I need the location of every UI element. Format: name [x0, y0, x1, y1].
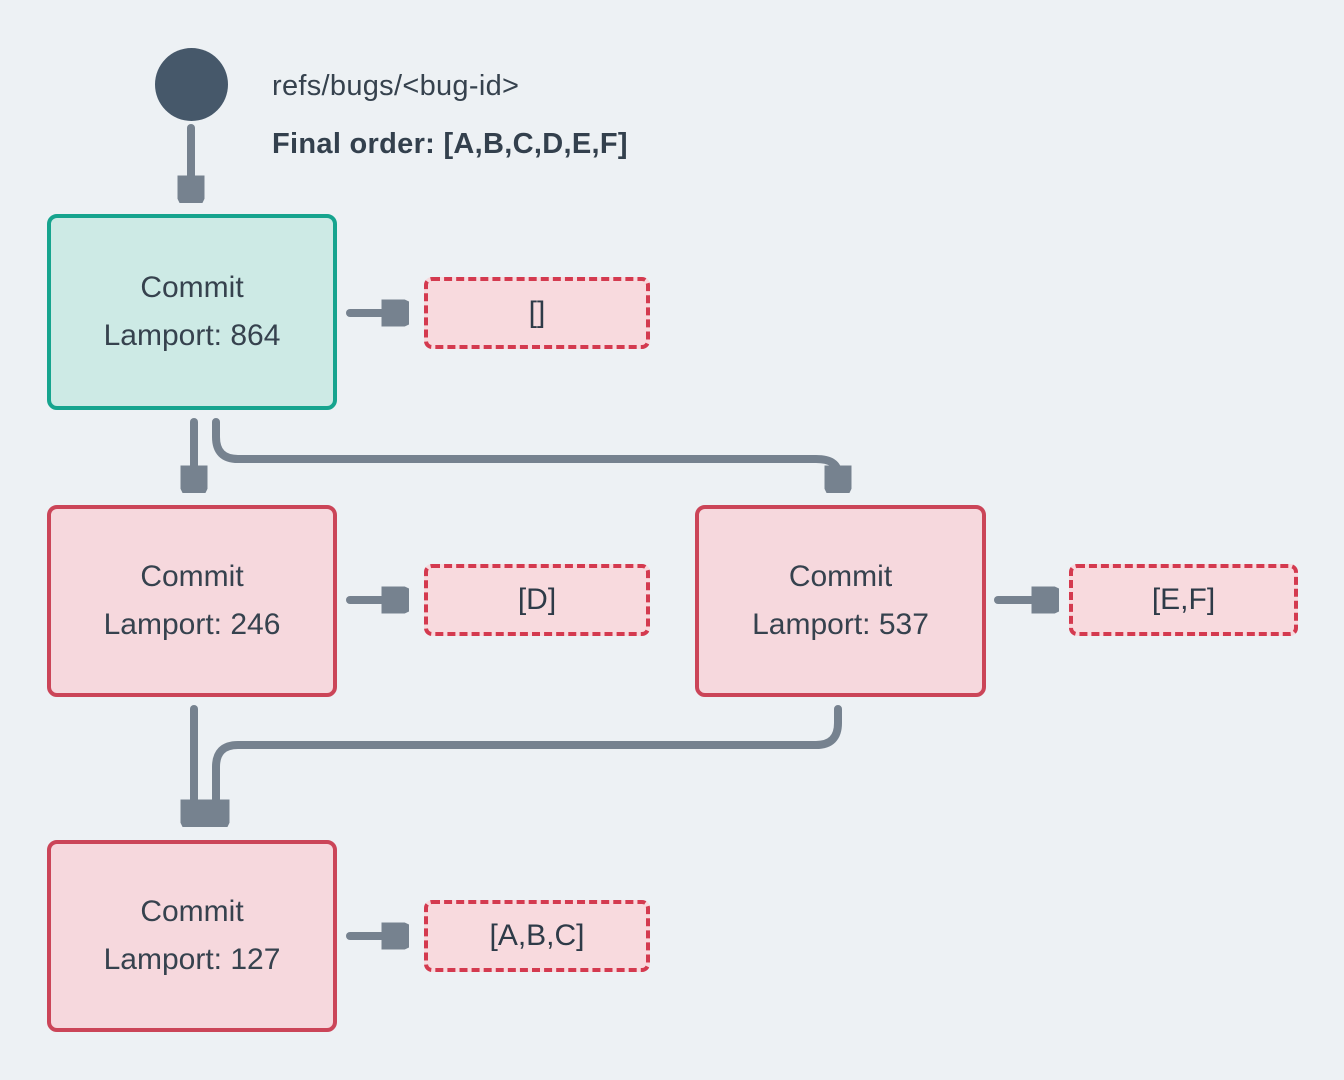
operations-label: [D] — [517, 583, 557, 616]
commit-title: Commit — [140, 560, 244, 593]
operations-box-537: [E,F] — [1069, 564, 1298, 636]
edge-commit-864-to-commit-537-arrow — [212, 418, 838, 486]
commit-node-864: Commit Lamport: 864 — [47, 214, 337, 410]
ref-name-label: refs/bugs/<bug-id> — [272, 70, 520, 102]
operations-box-127: [A,B,C] — [424, 900, 650, 972]
final-order-label: Final order: [A,B,C,D,E,F] — [272, 128, 628, 160]
edge-commit-537-to-commit-127-arrow — [216, 705, 842, 820]
commit-node-246: Commit Lamport: 246 — [47, 505, 337, 697]
commit-node-127: Commit Lamport: 127 — [47, 840, 337, 1032]
ref-node-icon — [155, 48, 228, 121]
operations-box-864: [] — [424, 277, 650, 349]
operations-box-246: [D] — [424, 564, 650, 636]
commit-title: Commit — [140, 271, 244, 304]
operations-label: [] — [528, 296, 546, 329]
commit-title: Commit — [140, 895, 244, 928]
commit-lamport-label: Lamport: 864 — [103, 319, 281, 352]
commit-lamport-label: Lamport: 246 — [103, 608, 281, 641]
operations-label: [A,B,C] — [489, 919, 585, 952]
commit-node-537: Commit Lamport: 537 — [695, 505, 986, 697]
commit-lamport-label: Lamport: 537 — [752, 608, 929, 641]
commit-lamport-label: Lamport: 127 — [103, 943, 281, 976]
operations-label: [E,F] — [1151, 583, 1216, 616]
commit-title: Commit — [788, 560, 893, 593]
